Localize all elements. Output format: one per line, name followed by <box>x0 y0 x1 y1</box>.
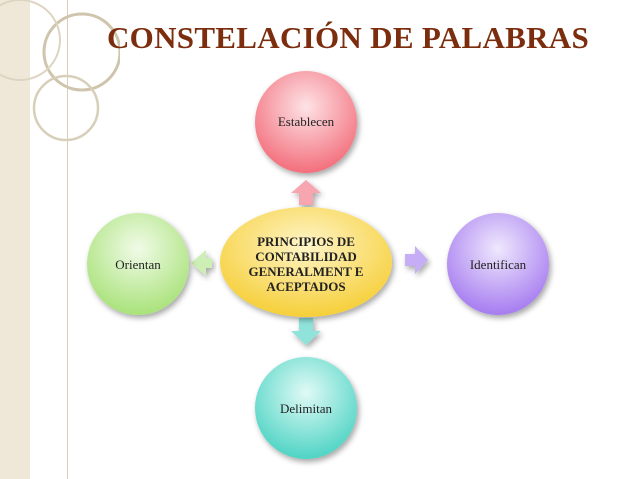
node-bottom <box>255 357 357 459</box>
page-title: CONSTELACIÓN DE PALABRAS <box>107 20 590 55</box>
node-left <box>87 213 189 315</box>
node-center <box>220 207 392 317</box>
arrow-left <box>191 250 212 276</box>
node-right <box>447 213 549 315</box>
node-top <box>255 71 357 173</box>
node-left-label: Orientan <box>115 257 161 272</box>
node-bottom-label: Delimitan <box>280 401 332 416</box>
arrow-down <box>291 318 321 345</box>
arrow-up <box>291 180 321 205</box>
node-right-label: Identifican <box>469 257 527 272</box>
decorative-line <box>67 0 68 479</box>
node-center-label: PRINCIPIOS DE CONTABILIDAD GENERALMENT E… <box>248 234 364 294</box>
decorative-circles <box>0 0 120 142</box>
node-top-label: Establecen <box>277 114 335 129</box>
arrow-right <box>405 246 428 274</box>
